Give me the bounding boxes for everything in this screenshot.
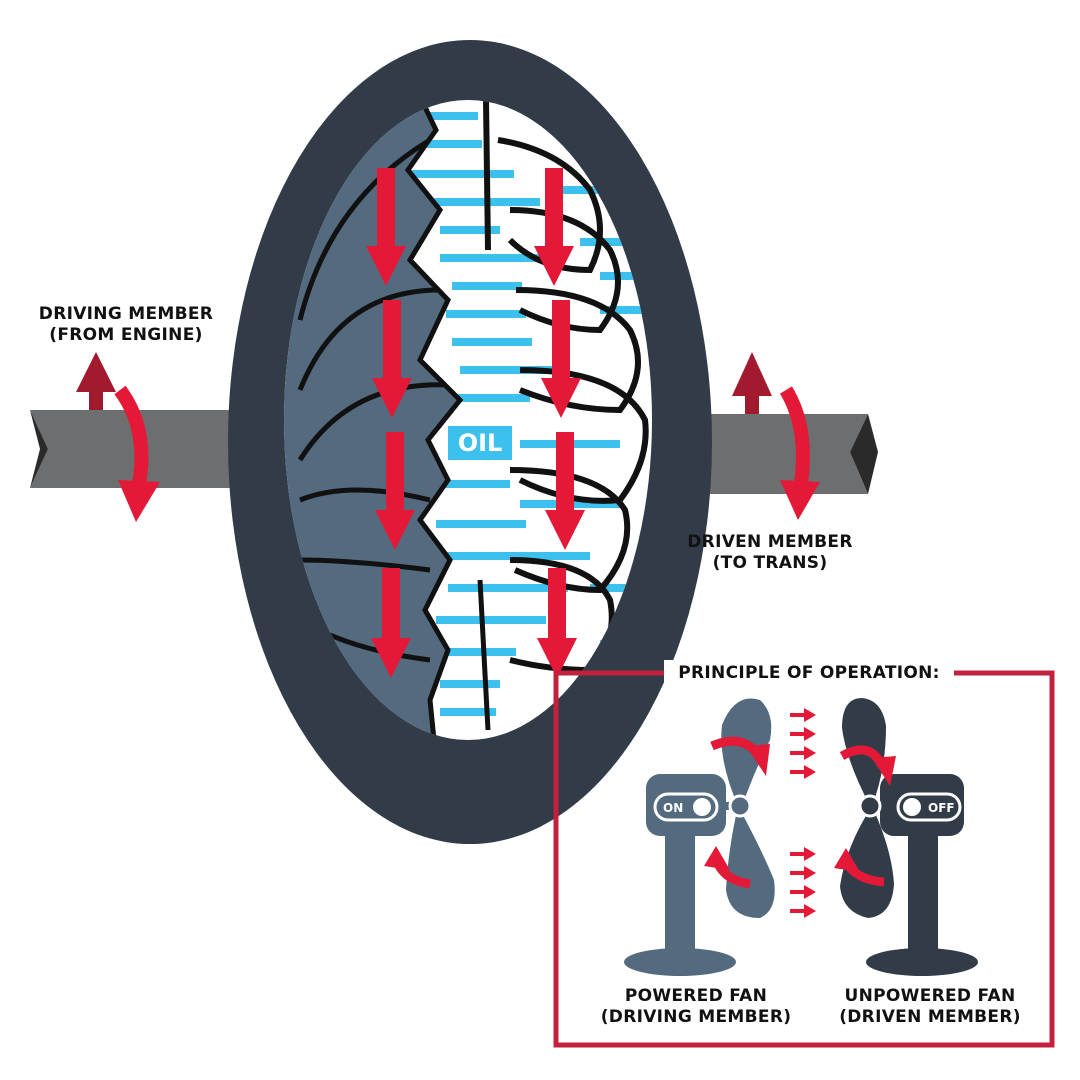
powered-fan-title: POWERED FAN xyxy=(624,986,768,1006)
principle-box xyxy=(553,670,1055,1048)
flow-arrow-icon xyxy=(371,568,411,678)
flow-arrow-icon xyxy=(790,708,816,722)
power-switch-icon xyxy=(693,798,711,816)
driving-member-label: DRIVING MEMBER (FROM ENGINE) xyxy=(10,304,242,346)
impeller xyxy=(284,100,464,740)
flow-arrow-icon xyxy=(372,300,412,418)
flow-arrow-icon xyxy=(541,300,581,418)
flow-arrow-icon xyxy=(537,568,577,678)
rotation-arrow-icon xyxy=(834,745,896,887)
flow-arrow-icon xyxy=(545,432,585,550)
impeller-flow-arrows xyxy=(366,168,415,678)
driven-member-subtitle: (TO TRANS) xyxy=(712,553,828,573)
flow-arrow-icon xyxy=(790,885,816,899)
driven-member-title: DRIVEN MEMBER xyxy=(687,532,853,552)
airflow-arrows xyxy=(790,708,816,918)
turbine-flow-arrows xyxy=(534,168,585,678)
driving-member-title: DRIVING MEMBER xyxy=(38,304,214,324)
flow-arrow-icon xyxy=(790,765,816,779)
flow-arrow-icon xyxy=(534,168,574,286)
rotation-arrow-icon xyxy=(732,352,820,520)
flow-arrow-icon xyxy=(366,168,406,286)
unpowered-fan-title: UNPOWERED FAN xyxy=(844,986,1016,1006)
flow-arrow-icon xyxy=(790,866,816,880)
driving-member-subtitle: (FROM ENGINE) xyxy=(49,325,203,345)
unpowered-fan-subtitle: (DRIVEN MEMBER) xyxy=(839,1007,1021,1027)
unpowered-fan xyxy=(840,698,978,976)
switch-on-label: ON xyxy=(663,801,684,815)
powered-fan-label: POWERED FAN (DRIVING MEMBER) xyxy=(585,986,807,1028)
power-switch-icon xyxy=(903,798,921,816)
powered-fan-subtitle: (DRIVING MEMBER) xyxy=(600,1007,792,1027)
flow-arrow-icon xyxy=(790,904,816,918)
flow-arrow-icon xyxy=(375,432,415,550)
flow-arrow-icon xyxy=(790,847,816,861)
flow-arrow-icon xyxy=(790,727,816,741)
rotation-arrow-icon xyxy=(76,352,160,522)
principle-title: PRINCIPLE OF OPERATION: xyxy=(664,660,954,686)
driven-member-label: DRIVEN MEMBER (TO TRANS) xyxy=(660,532,880,574)
unpowered-fan-label: UNPOWERED FAN (DRIVEN MEMBER) xyxy=(820,986,1040,1028)
oil-label: OIL xyxy=(448,426,512,460)
powered-fan xyxy=(624,698,775,976)
flow-arrow-icon xyxy=(790,746,816,760)
rotation-arrow-icon xyxy=(704,736,770,889)
switch-off-label: OFF xyxy=(928,801,955,815)
stator xyxy=(477,579,491,731)
